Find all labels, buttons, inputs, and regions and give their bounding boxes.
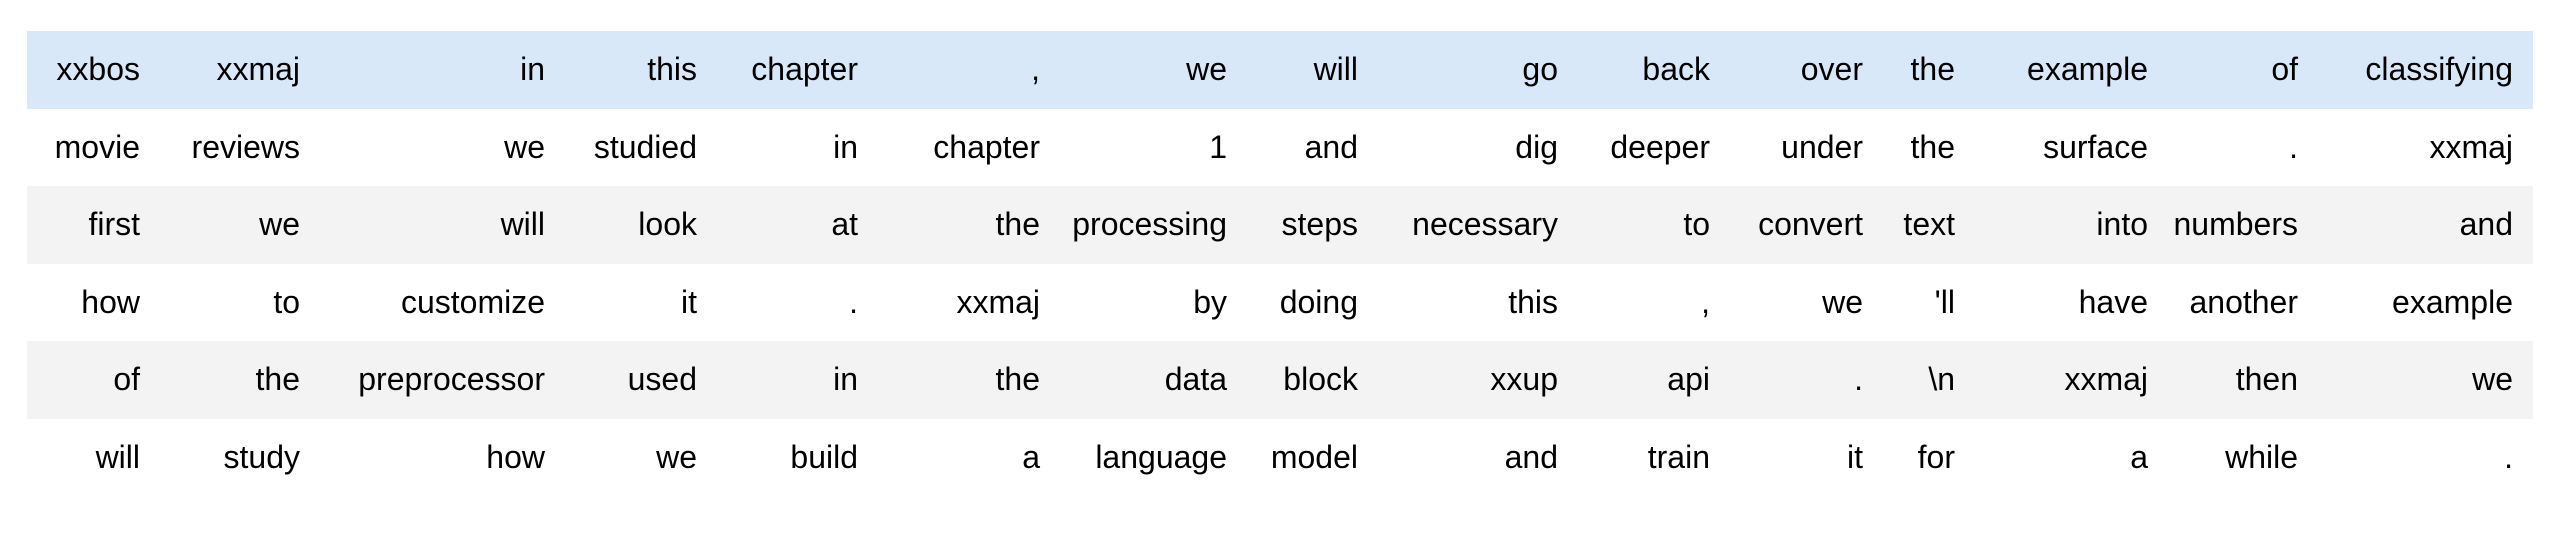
token-cell: another bbox=[2189, 283, 2298, 320]
token-cell: to bbox=[1683, 206, 1710, 243]
token-cell: into bbox=[2096, 206, 2148, 243]
token-cell: over bbox=[1800, 51, 1863, 88]
table-row: will study how we build a language model and trai… bbox=[27, 418, 2533, 496]
token-cell: train bbox=[1647, 438, 1710, 475]
token-cell: it bbox=[681, 283, 697, 320]
token-cell: reviews bbox=[191, 128, 300, 165]
token-cell: steps bbox=[1281, 206, 1358, 243]
token-cell: xxmaj bbox=[2429, 128, 2513, 165]
table-row: of the preprocessor used in the data block xxup a… bbox=[27, 341, 2533, 419]
token-cell: chapter bbox=[751, 51, 858, 88]
token-cell: back bbox=[1642, 51, 1710, 88]
token-cell: build bbox=[790, 438, 858, 475]
token-cell: this bbox=[647, 51, 697, 88]
token-cell: , bbox=[1701, 283, 1710, 320]
token-cell: example bbox=[2392, 283, 2513, 320]
token-cell: we bbox=[504, 128, 545, 165]
token-cell: for bbox=[1917, 438, 1955, 475]
token-cell: dig bbox=[1515, 128, 1558, 165]
token-cell: , bbox=[1031, 51, 1040, 88]
token-cell: numbers bbox=[2173, 206, 2299, 243]
token-cell: then bbox=[2235, 361, 2298, 398]
token-cell: chapter bbox=[933, 128, 1040, 165]
token-cell: necessary bbox=[1412, 206, 1558, 243]
token-cell: xxmaj bbox=[956, 283, 1040, 320]
token-cell: xxbos bbox=[56, 51, 140, 88]
token-cell: 1 bbox=[1209, 128, 1227, 165]
token-cell: . bbox=[2289, 128, 2298, 165]
token-cell: the bbox=[995, 206, 1040, 243]
token-cell: study bbox=[223, 438, 300, 475]
token-cell: in bbox=[520, 51, 545, 88]
token-cell: go bbox=[1522, 51, 1558, 88]
token-cell: will bbox=[500, 206, 545, 243]
token-cell: the bbox=[1910, 51, 1955, 88]
token-cell: and bbox=[2459, 206, 2513, 243]
token-cell: we bbox=[656, 438, 697, 475]
token-cell: classifying bbox=[2365, 51, 2513, 88]
token-cell: will bbox=[95, 438, 140, 475]
token-cell: how bbox=[486, 438, 545, 475]
token-cell: 'll bbox=[1934, 283, 1955, 320]
token-cell: under bbox=[1781, 128, 1863, 165]
token-cell: in bbox=[833, 361, 858, 398]
token-cell: it bbox=[1847, 438, 1863, 475]
token-cell: look bbox=[638, 206, 697, 243]
token-cell: language bbox=[1095, 438, 1227, 475]
token-cell: and bbox=[1304, 128, 1358, 165]
token-cell: have bbox=[2078, 283, 2148, 320]
token-cell: convert bbox=[1758, 206, 1863, 243]
token-cell: to bbox=[273, 283, 300, 320]
token-cell: deeper bbox=[1610, 128, 1710, 165]
token-cell: a bbox=[2130, 438, 2148, 475]
token-cell: the bbox=[1910, 128, 1955, 165]
token-cell: xxmaj bbox=[216, 51, 300, 88]
token-cell: customize bbox=[400, 283, 545, 320]
table-row: how to customize it. xxmaj by doing this, we 'll h… bbox=[27, 263, 2533, 341]
token-cell: block bbox=[1283, 361, 1358, 398]
table-row: first we will look at the processing steps neces… bbox=[27, 186, 2533, 264]
token-cell: the bbox=[255, 361, 300, 398]
token-cell: while bbox=[2225, 438, 2298, 475]
token-cell: \n bbox=[1928, 361, 1955, 398]
token-cell: will bbox=[1313, 51, 1358, 88]
token-cell: doing bbox=[1279, 283, 1358, 320]
token-cell: we bbox=[2472, 361, 2513, 398]
tokenized-text-table: xxbos xxmaj in this chapter, we will go back over… bbox=[27, 31, 2533, 496]
token-cell: example bbox=[2027, 51, 2148, 88]
token-cell: first bbox=[88, 206, 140, 243]
table-row: movie reviews we studied in chapter 1 and dig dee… bbox=[27, 108, 2533, 186]
token-cell: studied bbox=[593, 128, 697, 165]
token-cell: at bbox=[831, 206, 858, 243]
token-cell: xxup bbox=[1490, 361, 1558, 398]
token-cell: how bbox=[81, 283, 140, 320]
token-cell: the bbox=[995, 361, 1040, 398]
token-cell: . bbox=[2504, 438, 2513, 475]
token-cell: of bbox=[113, 361, 140, 398]
token-cell: this bbox=[1508, 283, 1558, 320]
token-cell: surface bbox=[2043, 128, 2148, 165]
token-cell: processing bbox=[1072, 206, 1227, 243]
token-cell: a bbox=[1022, 438, 1040, 475]
token-cell: and bbox=[1504, 438, 1558, 475]
token-cell: we bbox=[259, 206, 300, 243]
token-cell: used bbox=[627, 361, 697, 398]
token-cell: xxmaj bbox=[2064, 361, 2148, 398]
token-cell: . bbox=[849, 283, 858, 320]
token-cell: by bbox=[1193, 283, 1227, 320]
token-cell: api bbox=[1667, 361, 1710, 398]
token-cell: we bbox=[1186, 51, 1227, 88]
token-cell: text bbox=[1903, 206, 1955, 243]
token-table-body: xxbos xxmaj in this chapter, we will go back over… bbox=[27, 31, 2533, 496]
token-cell: we bbox=[1822, 283, 1863, 320]
token-cell: of bbox=[2271, 51, 2298, 88]
token-cell: movie bbox=[54, 128, 140, 165]
table-row: xxbos xxmaj in this chapter, we will go back over… bbox=[27, 31, 2533, 109]
token-cell: model bbox=[1270, 438, 1358, 475]
token-cell: data bbox=[1164, 361, 1227, 398]
token-cell: in bbox=[833, 128, 858, 165]
token-cell: preprocessor bbox=[358, 361, 545, 398]
token-cell: . bbox=[1854, 361, 1863, 398]
